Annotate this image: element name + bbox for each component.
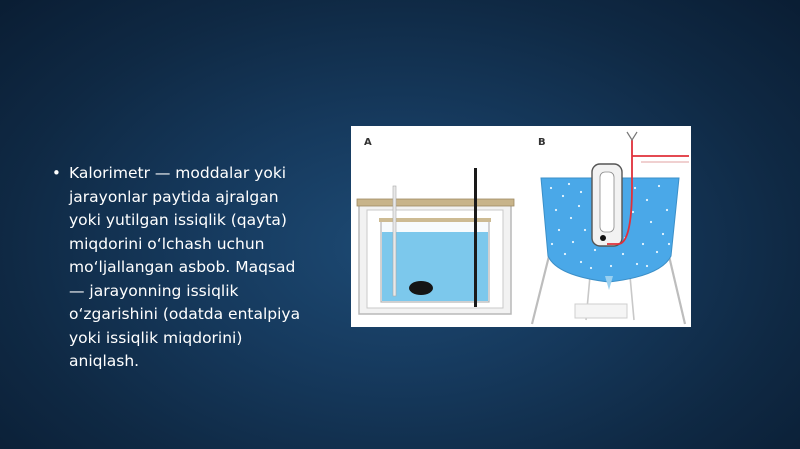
base-dish [574,303,628,319]
stirrer-top [626,131,638,142]
bullet-text: Kalorimetr — moddalar yoki jarayonlar pa… [69,164,301,370]
panel-b-calorimeter [530,131,689,325]
bomb-inner [599,171,615,233]
bullet-marker: • [52,164,61,182]
stirrer-rod [392,185,397,297]
sample [409,281,433,295]
thermometer [474,168,477,307]
lid [356,198,515,207]
ignition-wire [607,140,633,245]
bullet-list: • Kalorimetr — moddalar yoki jarayonlar … [52,162,314,374]
panel-a-label: A [364,137,372,148]
panel-b-label: B [538,137,546,148]
leg-right [667,255,687,325]
drain [605,276,613,290]
panel-a-calorimeter [356,168,515,315]
water [382,232,488,301]
leg-center-right [629,275,635,321]
leg-left [530,255,551,325]
water-bubbles [549,182,671,270]
bomb-sample [600,235,606,241]
calorimeter-figure: A B [351,126,691,327]
inner-lid [379,218,491,222]
calorimeter-diagram: A B [356,131,689,325]
